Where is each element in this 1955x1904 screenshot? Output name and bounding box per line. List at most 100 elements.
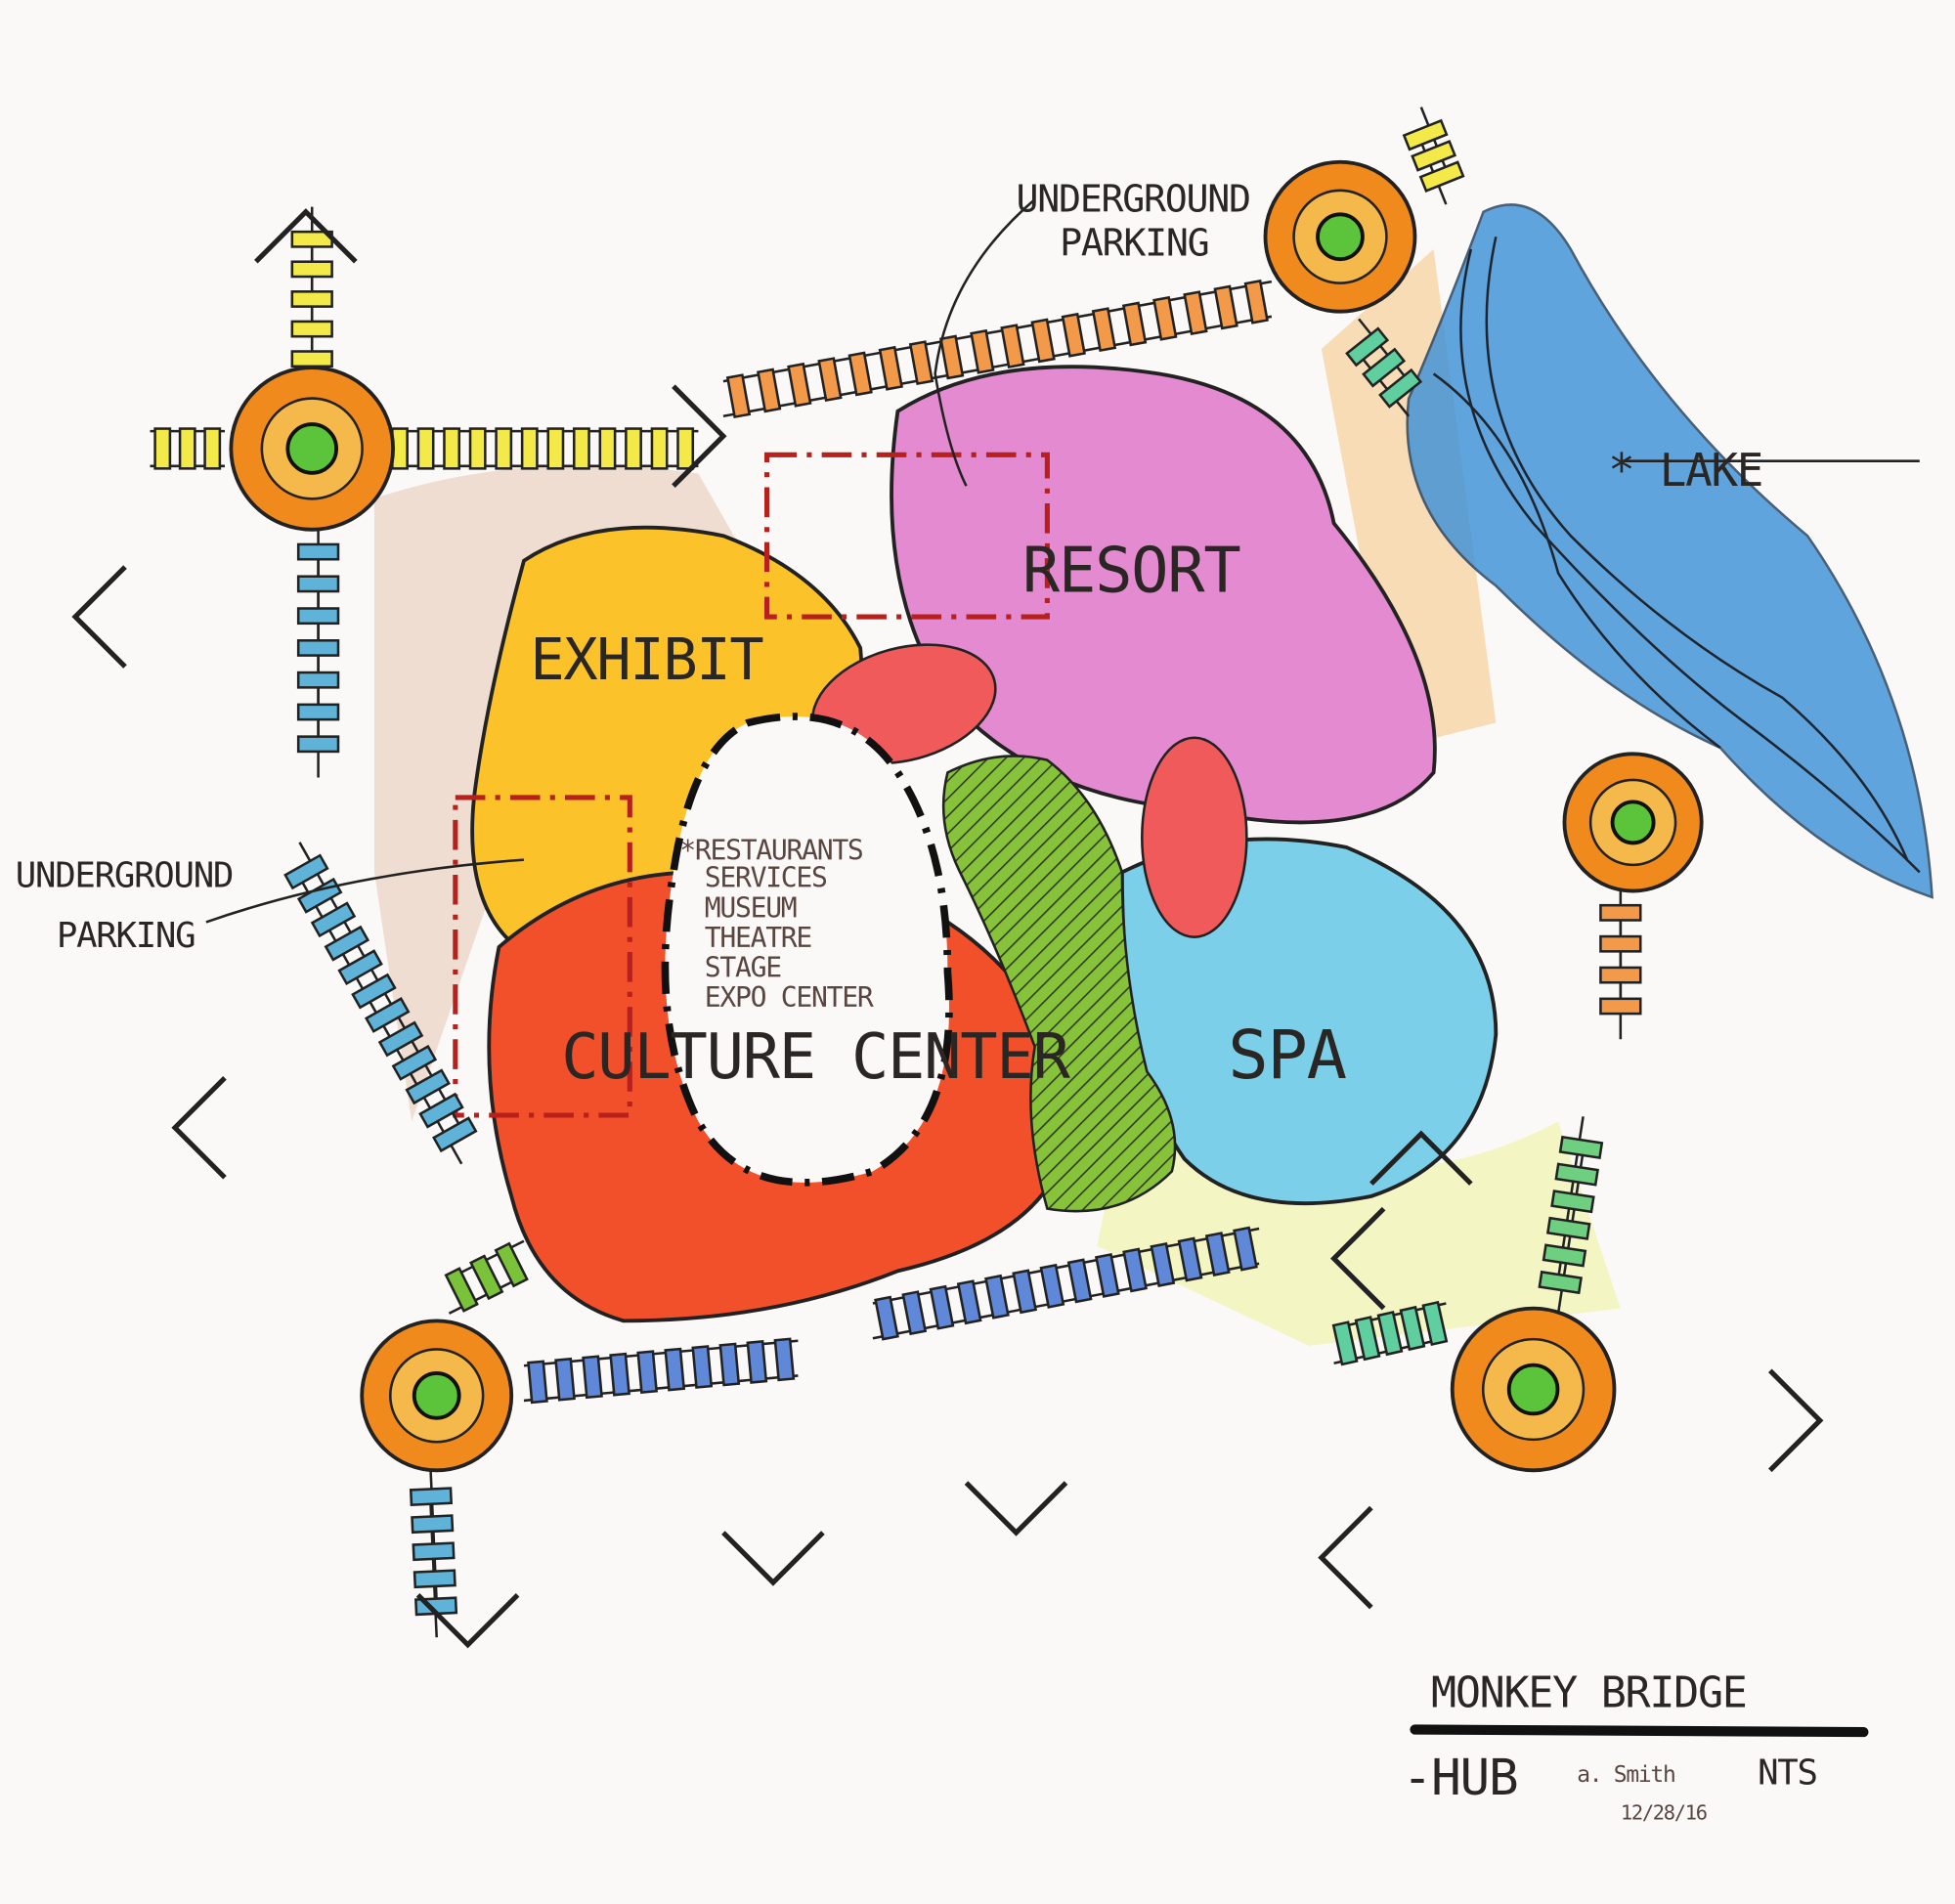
bridge-plank [296,703,340,721]
bridge-plank [1150,1242,1176,1287]
bridge [150,427,225,470]
bridge-plank [625,427,642,470]
bridge-plank [598,427,617,470]
bridge-plank [296,671,340,689]
underground-parking-box-left [453,795,632,1118]
bridge-plank [290,350,333,368]
bridge-plank [409,1487,454,1507]
label-culture-center: CULTURE CENTER [561,1021,1070,1094]
bridge-plank [1345,326,1390,368]
bridge-plank [1538,1270,1583,1295]
bridge [1331,1300,1449,1366]
bridge-plank [773,1337,796,1382]
bridge-plank [664,1347,686,1392]
bridge-plank [1550,1190,1595,1214]
bridge [523,1337,799,1405]
bridge-plank [1177,1236,1203,1282]
hub-core [412,1370,461,1420]
bridge-plank [283,853,329,890]
bridge-plank [1331,1320,1359,1366]
bridge-plank [1061,312,1086,358]
bridge-plank [956,1279,982,1325]
bridge-plank [391,1044,438,1081]
bridge-plank [1599,997,1642,1016]
bridge [722,279,1273,419]
direction-arrow-icon [672,384,727,489]
bridge-plank [901,1290,928,1336]
bridge-plank [1066,1258,1093,1304]
hub-node [360,1319,514,1473]
direction-arrow-icon [721,1531,825,1586]
bridge-plank [1545,1216,1591,1240]
bridge-plank [411,1514,455,1535]
bridge-plank [718,1342,741,1387]
label-lake: * LAKE [1608,444,1762,497]
lake-wave-lines [1432,236,1921,874]
bridge-plank [1376,1311,1404,1357]
direction-arrow-icon [71,565,127,669]
bridge-plank [1399,1305,1426,1352]
bridge-plank [1558,1135,1604,1160]
bridge-plank [1094,1252,1120,1298]
bridge-plank [725,373,752,419]
direction-arrow-icon [1330,1206,1386,1311]
bridge-plank [1411,140,1457,172]
bridge-plank [757,368,782,413]
bridge-plank [984,1274,1010,1320]
bridge-plank [290,260,333,279]
bridge-plank [609,1352,630,1397]
bridge-plank [495,427,513,470]
bridge [283,842,478,1165]
direction-arrow-icon [1768,1368,1824,1473]
title: MONKEY BRIDGE [1431,1669,1747,1718]
direction-arrow-icon [1318,1505,1373,1610]
bridge-plank [1121,301,1148,347]
bridge-plank [290,320,333,338]
bridge-plank [203,427,222,470]
bridge-plank [337,949,383,986]
hub-core [1506,1363,1560,1416]
bridge-plank [351,973,397,1010]
bridge-plank [296,607,340,626]
bridge-plank [929,1284,955,1330]
subtitle: -HUB [1403,1750,1518,1807]
bridge-plank [405,1068,451,1105]
direction-arrow-icon [171,1075,227,1180]
culture-core-oval [661,713,953,1187]
bridge-plank [494,1241,529,1288]
bridge [1345,318,1423,417]
bridge [386,427,699,470]
bridge-plank [377,1020,424,1058]
bridge-plank [296,877,343,914]
leader-lines [205,198,1920,924]
program-list: *RESTAURANTS SERVICES MUSEUM THEATRE STA… [679,835,875,1014]
bridge-plank [1418,160,1465,193]
program-item: EXPO CENTER [705,981,874,1014]
bridge-plank [636,1350,659,1395]
bridge-plank [1554,1162,1599,1187]
direction-arrow-icon [415,1593,520,1649]
date: 12/28/16 [1621,1800,1707,1824]
bridge-plank [153,427,172,470]
bridge-plank [444,1267,479,1313]
bridge [1599,880,1642,1040]
bridge-plank [1542,1243,1587,1268]
bridge-plank [691,1345,714,1389]
hub-node [1450,1306,1617,1473]
bridge [872,1226,1260,1341]
bridge-plank [938,334,965,380]
bridge-plank [1421,1300,1449,1347]
bridge-plank [908,340,934,386]
bridge-plank [817,357,843,403]
title-underline [1410,1724,1869,1738]
bridge-plank [324,925,370,962]
hub-node [229,366,395,532]
title-block: MONKEY BRIDGE -HUB a. Smith 12/28/16 NTS [1403,1669,1869,1824]
bridge-plank [1000,324,1025,369]
bridge-plank [1233,1226,1258,1272]
bridge-plank [468,427,487,470]
bridge-plank [1152,295,1178,341]
bridge-plank [1183,290,1208,336]
label-underground-parking-left-2: PARKING [57,916,195,956]
bridge-plank [432,1116,478,1153]
